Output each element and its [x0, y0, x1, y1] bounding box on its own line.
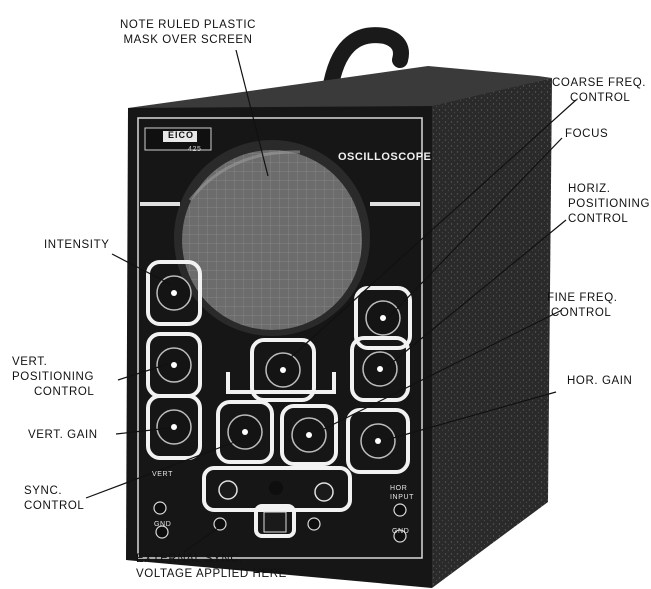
panel-title: OSCILLOSCOPE	[338, 151, 432, 163]
fine-freq-callout: FINE FREQ.CONTROL	[547, 292, 618, 319]
vert-gain-callout: VERT. GAIN	[28, 429, 98, 441]
input-jacks	[153, 501, 407, 543]
cabinet-top	[128, 66, 552, 120]
sync-switches	[218, 480, 334, 533]
external-sync-callout: EXTERNAL SYNC.VOLTAGE APPLIED HERE	[136, 553, 287, 580]
brand-logo: EICO	[168, 130, 195, 140]
intensity-callout: INTENSITY	[44, 239, 110, 251]
coarse-freq-callout: COARSE FREQ.CONTROL	[552, 77, 647, 104]
vert-input-label: VERT	[152, 471, 173, 478]
gnd-left-label: GND	[154, 521, 172, 528]
brand-plate	[144, 127, 212, 151]
carry-handle	[322, 27, 409, 98]
leader-lines	[85, 49, 577, 553]
cabinet-side	[432, 78, 552, 588]
hor-gain-callout: HOR. GAIN	[567, 375, 633, 387]
crt-mask-grid	[182, 150, 362, 330]
sync-control-callout: SYNC.CONTROL	[24, 485, 85, 512]
focus-callout: FOCUS	[565, 128, 609, 140]
model-number: 425	[188, 146, 202, 153]
gnd-right-label: GND	[392, 528, 410, 535]
panel-outlines	[146, 260, 412, 538]
